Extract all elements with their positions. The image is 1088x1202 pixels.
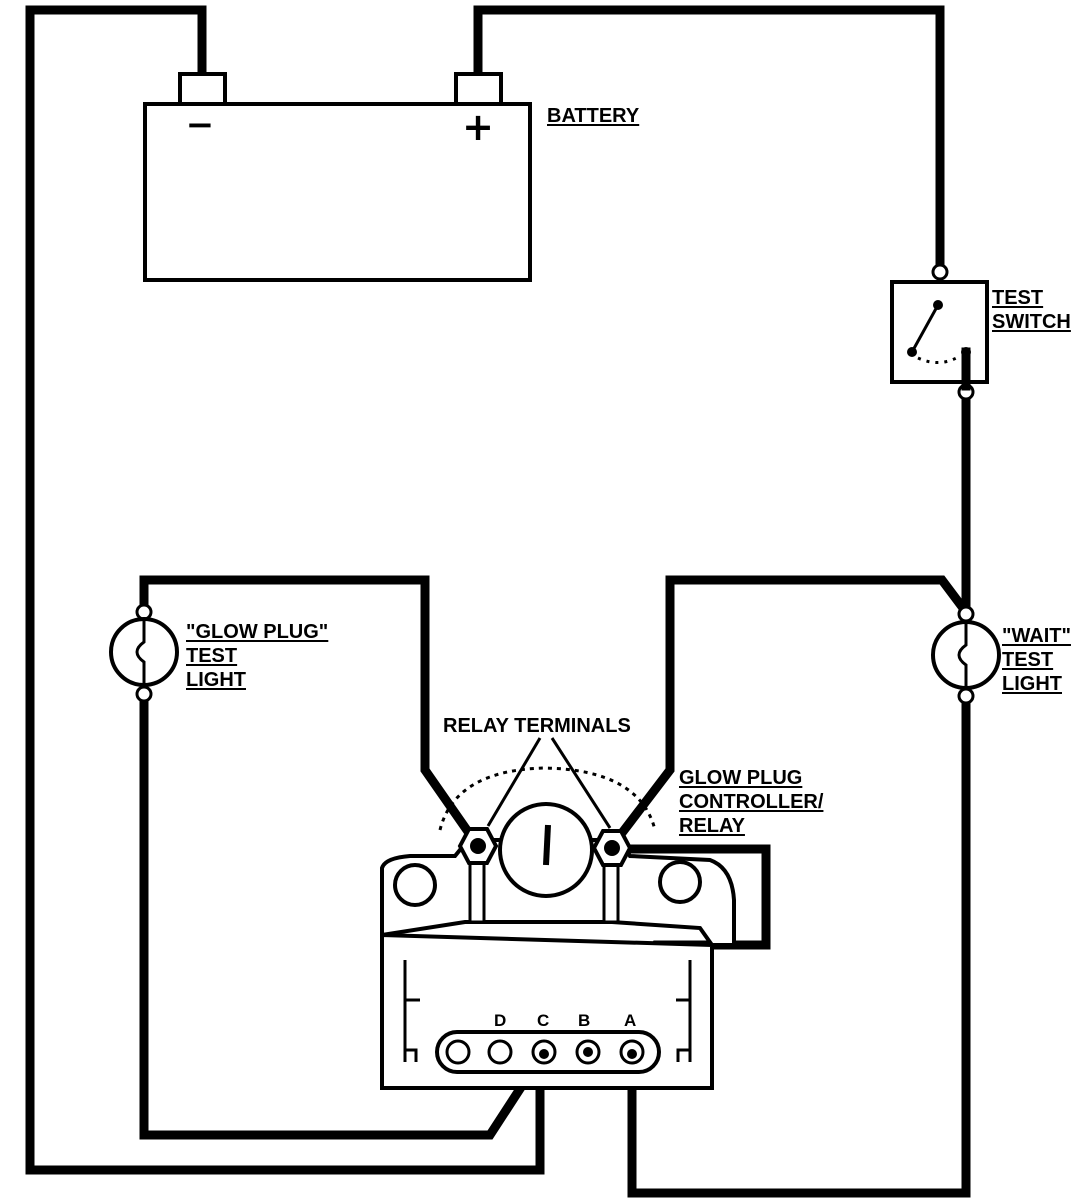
relay-dashed-arc — [438, 766, 657, 831]
wait-light-label-line-1: "WAIT" — [1002, 625, 1071, 647]
mounting-hole-right — [658, 860, 702, 904]
test-switch-lever — [910, 304, 940, 353]
battery-label: BATTERY — [547, 105, 640, 127]
relay-terminals-leader-left — [486, 737, 542, 827]
relay-post-right — [602, 856, 620, 924]
wait-light-label-line-3: LIGHT — [1002, 673, 1062, 695]
glow-light-label-line-2: TEST — [186, 645, 238, 667]
battery: − + — [143, 72, 532, 282]
leader-lines — [486, 737, 612, 829]
wait-light-filament — [957, 622, 968, 688]
relay-post-left — [468, 856, 486, 924]
wait-light-terminal-top — [957, 605, 975, 623]
glow-light-bulb — [109, 617, 179, 687]
controller-label-line-3: RELAY — [679, 815, 745, 837]
wire-battery-positive — [473, 5, 945, 273]
connector-pin-d — [487, 1039, 513, 1065]
test-switch-pivot — [933, 300, 943, 310]
wire-battery-negative — [25, 5, 545, 1175]
glow-light-terminal-bottom — [135, 685, 153, 703]
relay-cap-slot — [543, 824, 551, 866]
wait-light-terminal-bottom — [957, 687, 975, 705]
relay-terminal-left — [470, 838, 486, 854]
connector-pin-c-wire — [539, 1049, 549, 1059]
controller-bracket-right — [676, 960, 692, 1062]
controller-label-line-2: CONTROLLER/ — [679, 791, 824, 813]
mounting-hole-left — [393, 863, 437, 907]
wire-glow-light-to-pin-c — [139, 689, 549, 1140]
pin-label-b: B — [578, 1011, 591, 1030]
battery-body — [143, 102, 532, 282]
connector-pin-b-wire — [583, 1047, 593, 1057]
test-switch-box — [890, 280, 989, 384]
test-switch-terminal-top — [931, 263, 949, 281]
wires — [25, 5, 973, 1198]
relay-terminals-leader-right — [550, 737, 612, 829]
connector-pin-d-left — [445, 1039, 471, 1065]
relay-terminals-label: RELAY TERMINALS — [443, 715, 631, 737]
relay-terminal-right — [604, 840, 620, 856]
battery-post-positive — [454, 72, 503, 106]
glow-light-terminal-top — [135, 603, 153, 621]
controller-relay — [380, 766, 736, 1090]
pin-label-a: A — [624, 1011, 637, 1030]
test-switch — [890, 263, 989, 401]
wire-wait-light-to-pin-a — [627, 693, 971, 1198]
battery-post-negative — [178, 72, 227, 106]
test-switch-label-line-1: TEST — [992, 287, 1044, 309]
battery-positive-symbol: + — [462, 105, 494, 149]
glow-light-label-line-3: LIGHT — [186, 669, 246, 691]
glow-light-filament — [135, 620, 146, 684]
wait-test-light — [931, 605, 1001, 705]
wait-light-label-line-2: TEST — [1002, 649, 1054, 671]
test-switch-contact-left — [907, 347, 917, 357]
test-switch-label-line-2: SWITCH — [992, 311, 1071, 333]
battery-negative-symbol: − — [186, 105, 215, 145]
wire-wait-light-to-relay-right — [605, 575, 973, 853]
pin-label-d: D — [494, 1011, 507, 1030]
pin-label-c: C — [537, 1011, 550, 1030]
controller-label-line-1: GLOW PLUG — [679, 767, 803, 789]
wire-glow-light-to-relay-left — [139, 575, 485, 853]
connector-pin-a-wire — [627, 1049, 637, 1059]
glow-plug-test-light — [109, 603, 179, 703]
controller-bracket-left — [403, 960, 420, 1062]
glow-light-label-line-1: "GLOW PLUG" — [186, 621, 329, 643]
